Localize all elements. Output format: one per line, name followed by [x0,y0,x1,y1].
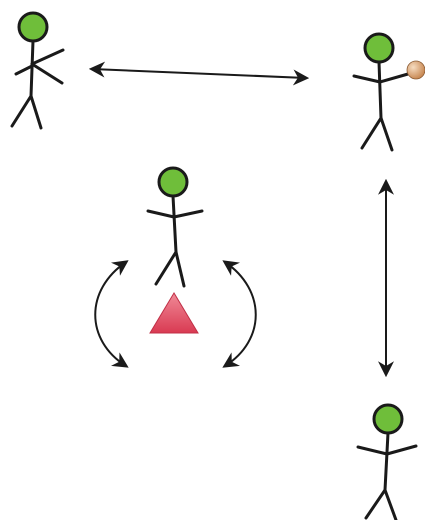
player-head-icon [363,32,395,64]
player-arm [30,62,64,85]
player-leg [379,116,394,152]
player-body [377,60,383,120]
ball-icon [406,60,425,80]
player-arm [172,209,204,219]
player-arm [352,74,382,84]
player-body [29,39,35,98]
player-leg [174,250,186,288]
player-center [146,166,204,288]
player-head-icon [157,166,189,198]
player-arm [385,444,418,456]
player-leg [364,488,387,520]
player-arm [30,48,65,66]
triangle-cone-icon [149,292,199,334]
player-body [383,431,390,492]
player-leg [10,94,33,128]
player-leg [154,250,178,286]
player-bottom-right [356,403,418,520]
player-head-icon [372,403,404,435]
rotation-arrow-left [94,260,129,368]
pass-arrow-horizontal [88,61,310,86]
player-leg [383,488,398,520]
player-body [171,194,178,254]
player-top-right [352,32,425,152]
player-arm [146,209,176,219]
rotation-arrow-right [222,260,257,368]
player-arm [14,64,34,76]
player-arm [356,445,389,456]
player-leg [29,94,43,130]
player-leg [360,116,383,150]
player-arm [378,72,410,84]
player-top-left [10,11,65,130]
player-head-icon [17,11,49,43]
